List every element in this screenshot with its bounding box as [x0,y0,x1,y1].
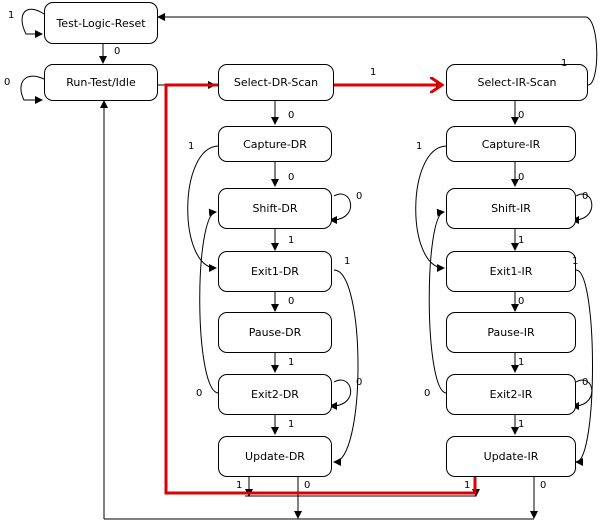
edge-label-tlr-self: 1 [8,10,15,21]
edge-label-shdr-self: 0 [356,191,363,202]
edge-label-rti-self: 0 [4,77,11,88]
edge-sdr-shift-self [329,193,352,224]
edge-label-uir-1: 1 [464,480,471,491]
edge-label-e2ir-to-shir: 0 [424,388,431,399]
edge-shir-self [571,193,593,224]
edge-label-pir-to-e2ir: 1 [518,357,525,368]
state-exit2-ir: Exit2-IR [446,374,576,415]
edge-e1dr-to-udr [333,269,359,466]
edge-tlr-self [21,8,45,38]
edge-sir-to-tlr [157,13,598,86]
edge-e1ir-to-uir [575,269,593,466]
state-pause-dr: Pause-DR [218,312,332,353]
state-select-ir-scan: Select-IR-Scan [446,64,588,101]
edge-label-e2dr-to-shdr: 0 [196,388,203,399]
edge-label-udr-0: 0 [304,480,311,491]
edge-label-sir-to-cir: 0 [518,110,525,121]
edge-label-tlr-to-rti: 0 [114,46,121,57]
state-run-test-idle: Run-Test/Idle [44,64,158,101]
edge-label-cir-to-e1ir: 1 [416,141,423,152]
edge-e2ir-to-shir [428,208,447,394]
state-exit1-ir: Exit1-IR [446,251,576,292]
edge-label-uir-0: 0 [540,480,547,491]
state-exit1-dr: Exit1-DR [218,251,332,292]
edge-label-pdr-to-e2dr: 1 [288,357,295,368]
edge-label-shdr-to-e1dr: 1 [288,235,295,246]
state-update-ir: Update-IR [446,436,576,477]
state-capture-ir: Capture-IR [446,126,576,162]
edge-label-e1ir-to-uir: 1 [572,256,579,267]
edge-cdr-to-e1dr [187,145,219,272]
edge-label-pir-self: 0 [582,377,589,388]
edge-label-sir-to-tlr: 1 [561,58,568,69]
edge-label-sdr-to-cdr: 0 [288,110,295,121]
edge-label-udr-1: 1 [236,480,243,491]
state-shift-ir: Shift-IR [446,188,576,229]
edge-label-shir-self: 0 [582,191,589,202]
edge-e2dr-to-shdr [199,208,219,394]
state-select-dr-scan: Select-DR-Scan [218,64,334,101]
state-shift-dr: Shift-DR [218,188,332,229]
edge-label-pdr-self: 0 [356,377,363,388]
edge-label-e2ir-to-uir: 1 [518,419,525,430]
state-exit2-dr: Exit2-DR [218,374,332,415]
state-capture-dr: Capture-DR [218,126,332,162]
edge-cir-to-e1ir [415,145,447,272]
edge-label-shir-to-e1ir: 1 [518,235,525,246]
state-pause-ir: Pause-IR [446,312,576,353]
edge-label-e1dr-to-udr: 1 [344,256,351,267]
state-test-logic-reset: Test-Logic-Reset [44,2,158,44]
edge-label-sdr-to-sir: 1 [370,67,377,78]
edge-label-e1dr-to-pdr: 0 [288,296,295,307]
edge-label-cdr-to-shdr: 0 [288,172,295,183]
edge-label-e1ir-to-pir: 0 [518,296,525,307]
edge-label-cdr-to-e1dr: 1 [188,141,195,152]
edge-label-cir-to-shir: 0 [518,172,525,183]
state-update-dr: Update-DR [218,436,332,477]
edge-pdr-self [329,379,352,410]
edge-rti-self [20,75,45,104]
edge-label-e2dr-to-udr: 1 [288,419,295,430]
